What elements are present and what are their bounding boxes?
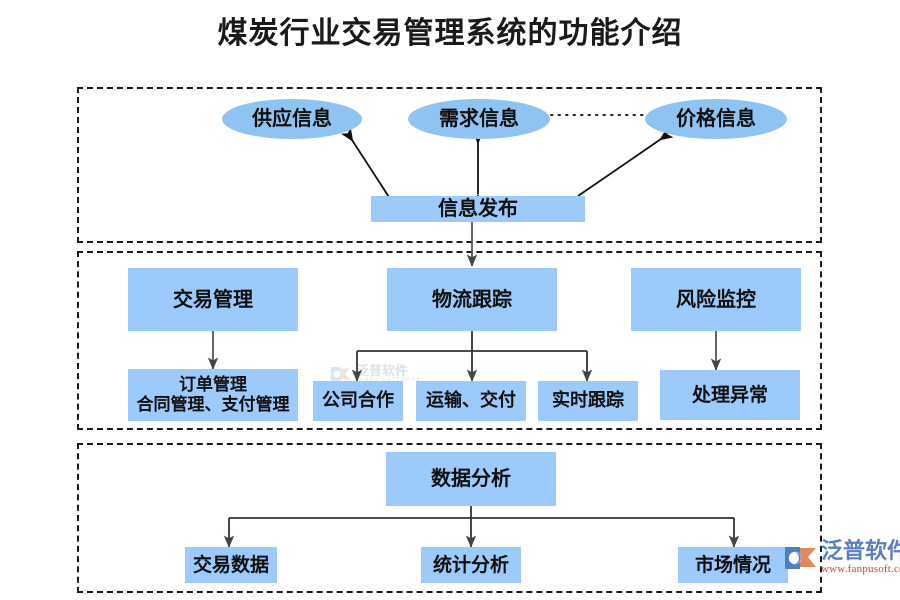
section-frame-analytics: [77, 443, 822, 593]
node-price-info[interactable]: 价格信息: [645, 99, 787, 139]
fanpu-logo-icon: [784, 540, 818, 574]
node-supply-info[interactable]: 供应信息: [222, 99, 362, 139]
fanpu-watermark-icon: [330, 367, 350, 381]
brand-logo-name: 泛普软件: [821, 539, 900, 564]
brand-logo-url: www.fanpusoft.com: [821, 563, 900, 576]
node-trade-data[interactable]: 交易数据: [185, 547, 277, 583]
center-watermark-name: 泛普软件: [356, 364, 409, 379]
node-order-mgmt[interactable]: 订单管理 合同管理、支付管理: [128, 369, 298, 421]
node-realtime-track[interactable]: 实时跟踪: [538, 381, 638, 421]
center-watermark-sub: FANPU SOFTWARE: [356, 377, 422, 383]
node-statistics[interactable]: 统计分析: [421, 547, 521, 583]
center-watermark: 泛普软件 FANPU SOFTWARE: [330, 363, 421, 385]
node-transport-deliver[interactable]: 运输、交付: [416, 381, 526, 421]
section-frame-operations: [77, 251, 822, 430]
node-risk-monitor[interactable]: 风险监控: [631, 268, 801, 331]
node-order-mgmt-line2: 合同管理、支付管理: [136, 395, 290, 415]
node-data-analysis[interactable]: 数据分析: [386, 452, 556, 506]
page-title: 煤炭行业交易管理系统的功能介绍: [217, 16, 683, 51]
node-logistics-track[interactable]: 物流跟踪: [387, 268, 557, 331]
brand-logo: 泛普软件 www.fanpusoft.com: [784, 540, 900, 575]
node-market-status[interactable]: 市场情况: [678, 547, 788, 583]
node-trade-mgmt[interactable]: 交易管理: [128, 268, 298, 331]
section-frame-info-publishing: [77, 87, 822, 243]
node-demand-info[interactable]: 需求信息: [408, 99, 550, 139]
node-order-mgmt-line1: 订单管理: [179, 374, 247, 395]
node-info-release[interactable]: 信息发布: [371, 196, 585, 222]
node-handle-exception[interactable]: 处理异常: [660, 370, 800, 420]
node-company-coop[interactable]: 公司合作: [313, 381, 403, 421]
